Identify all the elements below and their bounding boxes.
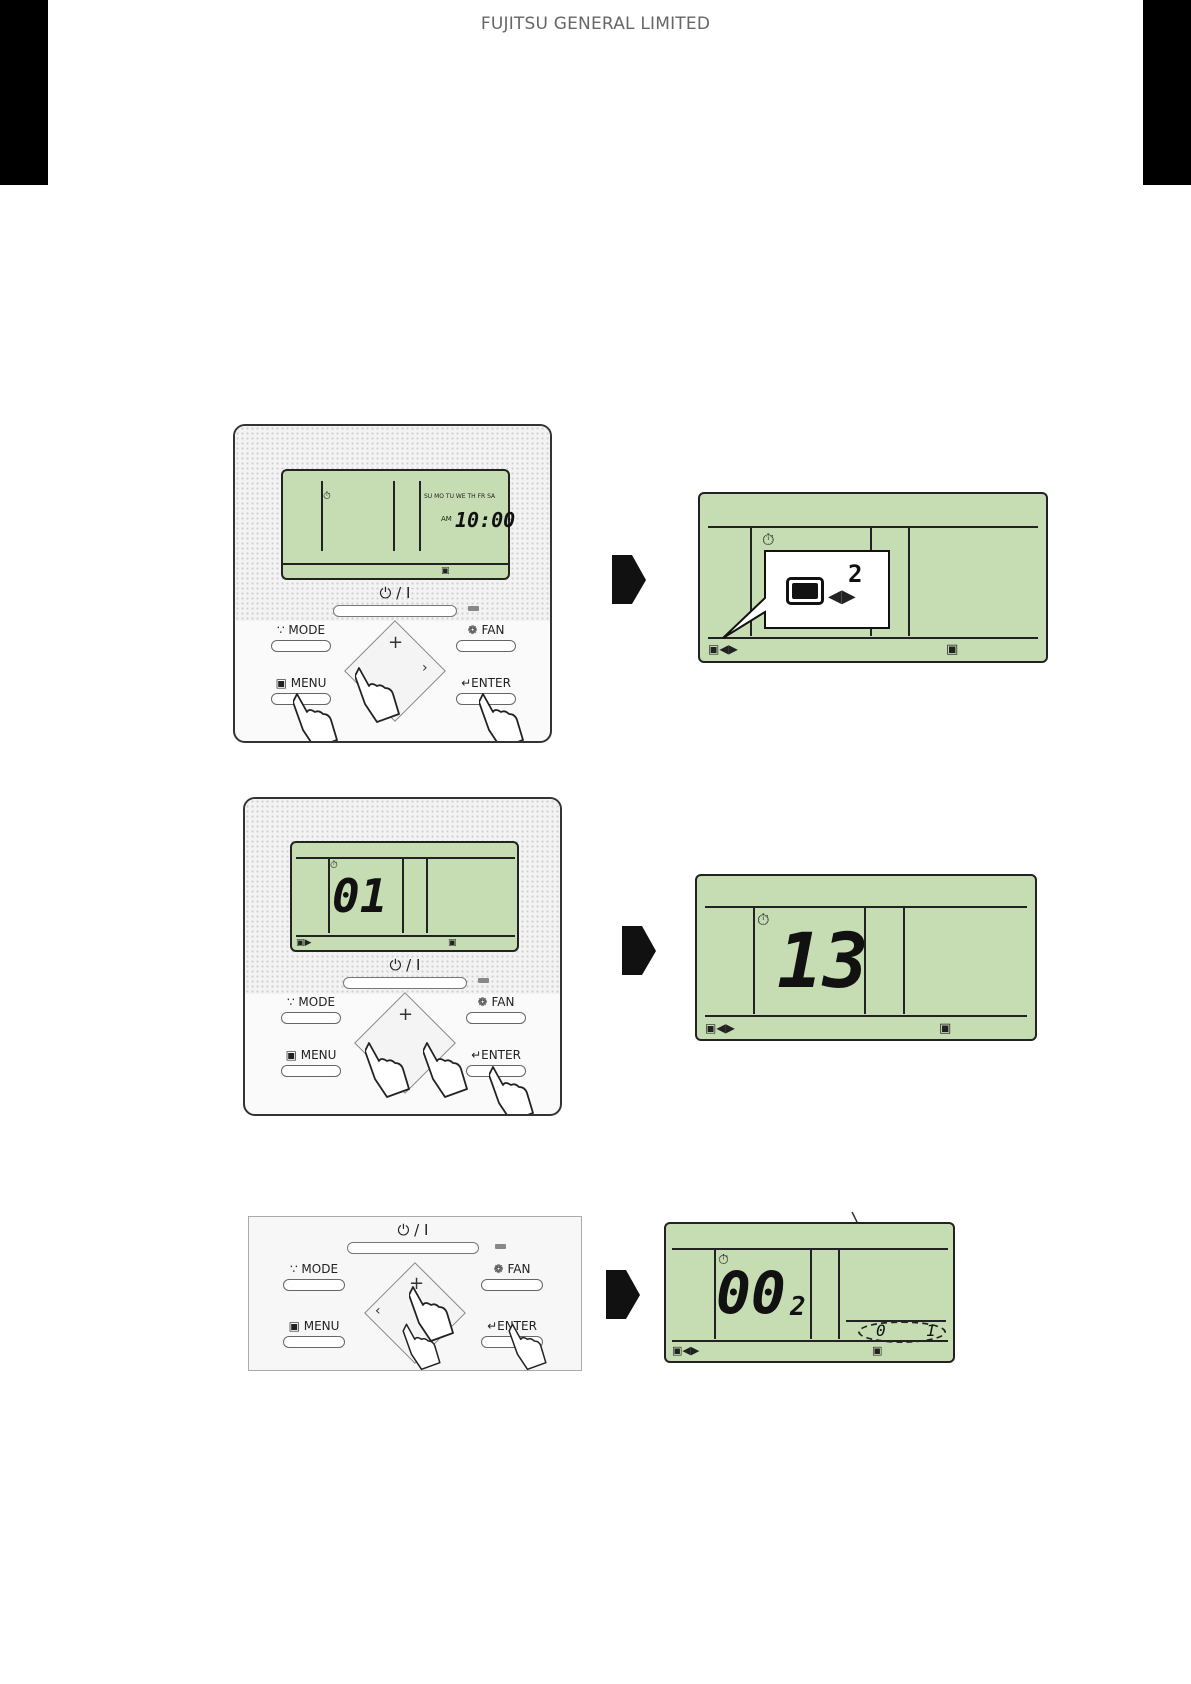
pointing-hand-icon (505, 1321, 555, 1371)
pointing-hand-icon (423, 1039, 473, 1099)
mode-button[interactable]: ∵ MODE (281, 995, 341, 1024)
indoor-unit-icon: ▣ (448, 938, 457, 948)
power-label: ⏻ / I (398, 1221, 429, 1239)
right-chevron-icon: › (422, 660, 428, 676)
pointing-hand-icon (479, 690, 529, 743)
menu-popup-icon (786, 577, 824, 605)
lcd-value: 00 (716, 1260, 786, 1326)
power-button[interactable]: ⏻ / I (343, 956, 467, 989)
remote-lcd-2: ⏱ 01 ▣▶ ▣ (290, 841, 519, 952)
remote-controller-2: ⏱ 01 ▣▶ ▣ ⏻ / I ∵ MODE ❁ FAN ▣ MENU ↵ENT… (243, 797, 562, 1116)
pointing-hand-icon (293, 690, 343, 743)
fan-button[interactable]: ❁ FAN (456, 623, 516, 652)
menu-icon: ▣ (276, 676, 287, 690)
address-left-digit: 0 (876, 1321, 886, 1340)
mode-button[interactable]: ∵ MODE (271, 623, 331, 652)
indoor-unit-icon: ▣ (872, 1344, 882, 1357)
enter-icon: ↵ (487, 1319, 497, 1333)
lcd-value-display: ⏱ 13 ▣◀▶ ▣ (695, 874, 1037, 1041)
timer-icon: ⏱ (757, 910, 769, 930)
menu-button[interactable]: ▣ MENU (283, 1319, 345, 1348)
pointing-hand-icon (399, 1321, 449, 1371)
menu-arrows-icon: ▣◀▶ (705, 1021, 735, 1035)
lcd-ampm: AM (441, 515, 452, 523)
power-label: ⏻ / I (380, 584, 411, 602)
remote-controller-1: ⏱ SU MO TU WE TH FR SA AM 10:00 ▣ ⏻ / I … (233, 424, 552, 743)
mode-icon: ∵ (277, 623, 285, 637)
power-button[interactable]: ⏻ / I (347, 1221, 479, 1254)
enter-icon: ↵ (461, 676, 471, 690)
lcd-value: 13 (777, 916, 869, 1006)
lcd-address-display: ⏱ 00 2 0 1 ▣◀▶ ▣ (664, 1222, 955, 1363)
status-led (468, 606, 479, 611)
address-right-digit: 1 (926, 1321, 936, 1340)
lcd-sub-value: 2 (790, 1292, 806, 1322)
pointing-hand-icon (355, 664, 405, 724)
indoor-unit-icon: ▣ (939, 1021, 951, 1036)
plus-icon: + (398, 1004, 413, 1025)
menu-arrows-icon: ▣◀▶ (672, 1344, 699, 1357)
popup-number: 2 (848, 560, 862, 588)
power-label: ⏻ / I (390, 956, 421, 974)
fan-button[interactable]: ❁ FAN (481, 1262, 543, 1291)
menu-arrows-icon: ▣◀▶ (708, 642, 738, 656)
remote-button-panel: ⏻ / I ∵ MODE ❁ FAN ▣ MENU ↵ENTER + ‹ (248, 1216, 582, 1371)
menu-arrows-icon: ▣▶ (296, 938, 311, 948)
pointing-hand-icon (489, 1063, 539, 1116)
power-button[interactable]: ⏻ / I (333, 584, 457, 617)
mode-button[interactable]: ∵ MODE (283, 1262, 345, 1291)
lcd-value: 01 (332, 869, 387, 923)
step-arrow-icon (612, 553, 646, 606)
indoor-unit-icon: ▣ (441, 566, 450, 576)
step-arrow-icon (606, 1268, 640, 1321)
menu-icon: ▣ (286, 1048, 297, 1062)
left-chevron-icon: ‹ (375, 1303, 381, 1319)
lcd-time: 10:00 (455, 508, 515, 532)
step-arrow-icon (622, 924, 656, 977)
remote-lcd-1: ⏱ SU MO TU WE TH FR SA AM 10:00 ▣ (281, 469, 510, 580)
plus-icon: + (388, 632, 403, 653)
status-led (478, 978, 489, 983)
lcd-days: SU MO TU WE TH FR SA (424, 493, 495, 500)
left-right-arrows-icon: ◀▶ (828, 586, 856, 607)
fan-icon: ❁ (494, 1262, 504, 1276)
company-header: FUJITSU GENERAL LIMITED (0, 14, 1191, 34)
timer-icon: ⏱ (323, 491, 331, 502)
fan-button[interactable]: ❁ FAN (466, 995, 526, 1024)
pointing-hand-icon (365, 1039, 415, 1099)
indoor-unit-icon: ▣ (946, 642, 958, 657)
lcd-menu-display: ⏱ 2 ◀▶ ▣◀▶ ▣ (698, 492, 1048, 663)
menu-button[interactable]: ▣ MENU (281, 1048, 341, 1077)
timer-icon: ⏱ (762, 530, 774, 550)
mode-icon: ∵ (290, 1262, 298, 1276)
status-led (495, 1244, 506, 1249)
mode-icon: ∵ (287, 995, 295, 1009)
fan-icon: ❁ (468, 623, 478, 637)
fan-icon: ❁ (478, 995, 488, 1009)
menu-icon: ▣ (289, 1319, 300, 1333)
